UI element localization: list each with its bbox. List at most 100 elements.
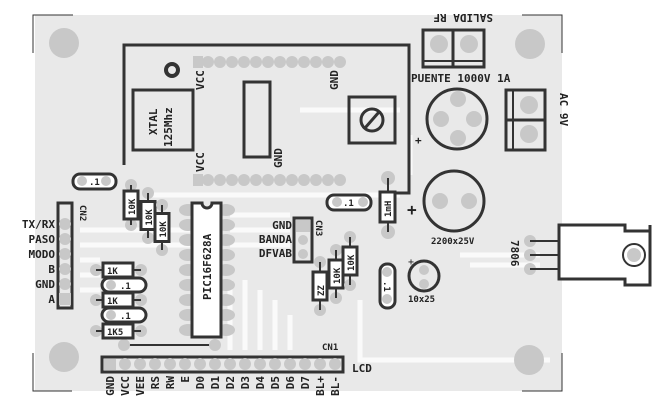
vcc-label: VCC — [194, 152, 207, 172]
mounting-hole — [49, 342, 79, 372]
cn2-pin-label: TX/RX — [22, 218, 55, 231]
pin-pad — [310, 56, 322, 68]
svg-text:+: + — [407, 200, 417, 219]
cn1-pin-label: BL- — [329, 376, 342, 396]
pin-pad — [226, 174, 238, 186]
resistor-label: 10K — [159, 221, 169, 238]
vcc-label: VCC — [194, 70, 207, 90]
bridge-label: PUENTE 1000V 1A — [411, 72, 511, 85]
cn1-pin-label: BL+ — [314, 376, 327, 396]
cn1-pin-label: VCC — [119, 376, 132, 396]
svg-text:+: + — [408, 257, 414, 268]
cn2-pin-label: B — [48, 263, 55, 276]
cn1-pin-label: RW — [164, 376, 177, 390]
cap-label: .1 — [381, 281, 391, 292]
resistor: 1K — [90, 291, 147, 309]
cap-label: .1 — [343, 199, 354, 209]
pin-pad — [202, 174, 214, 186]
resistor: 10K — [153, 199, 171, 256]
cn1-pin-label: D5 — [269, 376, 282, 389]
resistor-label: 1K — [107, 267, 118, 277]
dds-module: XTAL 125Mhz VCC VCC GND GND — [122, 43, 411, 195]
cn1-name: CN1 — [322, 343, 338, 353]
cn1-pin-label: GND — [104, 376, 117, 396]
pin-pad — [262, 56, 274, 68]
output-label: SALIDA RF — [433, 11, 493, 24]
small-capacitor: + — [407, 257, 441, 293]
cn3-pin-label: BANDA — [259, 233, 292, 246]
cn1-pin-label: RS — [149, 376, 162, 389]
resistor-label: 1K — [107, 297, 118, 307]
cn2-pin-label: A — [48, 293, 55, 306]
resistor: 10K — [122, 179, 140, 231]
cn1-pin-label: E — [179, 376, 192, 383]
inductor-label: 1mH — [384, 201, 394, 217]
pin-pad — [334, 56, 346, 68]
cn2-pin-label: GND — [35, 278, 55, 291]
cn3-connector: CN3 — [292, 216, 323, 264]
resistor: 1K — [90, 261, 147, 279]
small-cap-label: 10x25 — [408, 295, 435, 305]
resistor: 10K — [341, 231, 359, 291]
resistor-label: 10K — [333, 267, 343, 284]
regulator-label: 7806 — [508, 240, 521, 267]
pin-pad — [298, 56, 310, 68]
mounting-holes — [49, 28, 545, 375]
cn1-lcd-header — [100, 355, 345, 374]
cn2-pin-label: MODO — [29, 248, 56, 261]
corner-marks — [32, 14, 563, 392]
cn2-connector: CN2 — [56, 201, 87, 310]
mount-ring-icon — [164, 62, 180, 78]
capacitor: .1 — [100, 306, 148, 324]
crystal-frequency: 125Mhz — [162, 107, 175, 147]
filter-cap-label: 2200x25V — [431, 237, 475, 247]
pin-pad — [214, 174, 226, 186]
capacitor: .1 — [325, 193, 373, 212]
cn1-pin-label: D0 — [194, 376, 207, 389]
svg-text:+: + — [415, 134, 422, 147]
resistor-label: 10K — [145, 209, 155, 226]
resistor: 10K — [327, 244, 345, 304]
crystal-label: XTAL — [147, 108, 160, 135]
cn1-pin-label: D2 — [224, 376, 237, 389]
cn2-name: CN2 — [77, 205, 87, 221]
cn2-pin-label: PASO — [29, 233, 56, 246]
pin-pad — [226, 56, 238, 68]
cn3-name: CN3 — [313, 220, 323, 236]
cap-label: .1 — [89, 178, 100, 188]
cap-label: .1 — [120, 312, 131, 322]
pin-pad — [298, 174, 310, 186]
pin-pad — [262, 174, 274, 186]
lcd-label: LCD — [352, 362, 372, 375]
gnd-label: GND — [272, 148, 285, 168]
resistor: 1K5 — [90, 322, 147, 340]
pin-pad — [238, 56, 250, 68]
trimmer-screw-icon — [359, 107, 385, 133]
mcu-label: PIC16F628A — [201, 233, 214, 300]
cn1-pin-label: VEE — [134, 376, 147, 396]
resistor: 10K — [139, 187, 157, 244]
cn1-pin-label: D3 — [239, 376, 252, 389]
ac-input-label: AC 9V — [557, 93, 570, 126]
cn3-pin-label: GND — [272, 219, 292, 232]
pin-pad — [310, 174, 322, 186]
bridge-rectifier: + — [415, 87, 489, 151]
resistor-label: ZZ — [317, 285, 327, 296]
resistor-label: 10K — [128, 198, 138, 215]
mounting-hole — [514, 345, 544, 375]
output-terminal — [421, 28, 486, 69]
pin-pad — [250, 56, 262, 68]
cap-label: .1 — [120, 282, 131, 292]
capacitor: .1 — [71, 172, 118, 191]
pin-pad — [286, 56, 298, 68]
pin-pad — [322, 174, 334, 186]
trimmer — [347, 95, 397, 145]
pic-microcontroller: PIC16F628A — [179, 201, 235, 339]
capacitor: .1 — [378, 262, 397, 310]
mounting-hole — [49, 28, 79, 58]
ac-input-terminal — [504, 88, 547, 152]
cn1-pin-label: D7 — [299, 376, 312, 389]
capacitor: .1 — [100, 276, 148, 294]
pin-pad — [274, 174, 286, 186]
